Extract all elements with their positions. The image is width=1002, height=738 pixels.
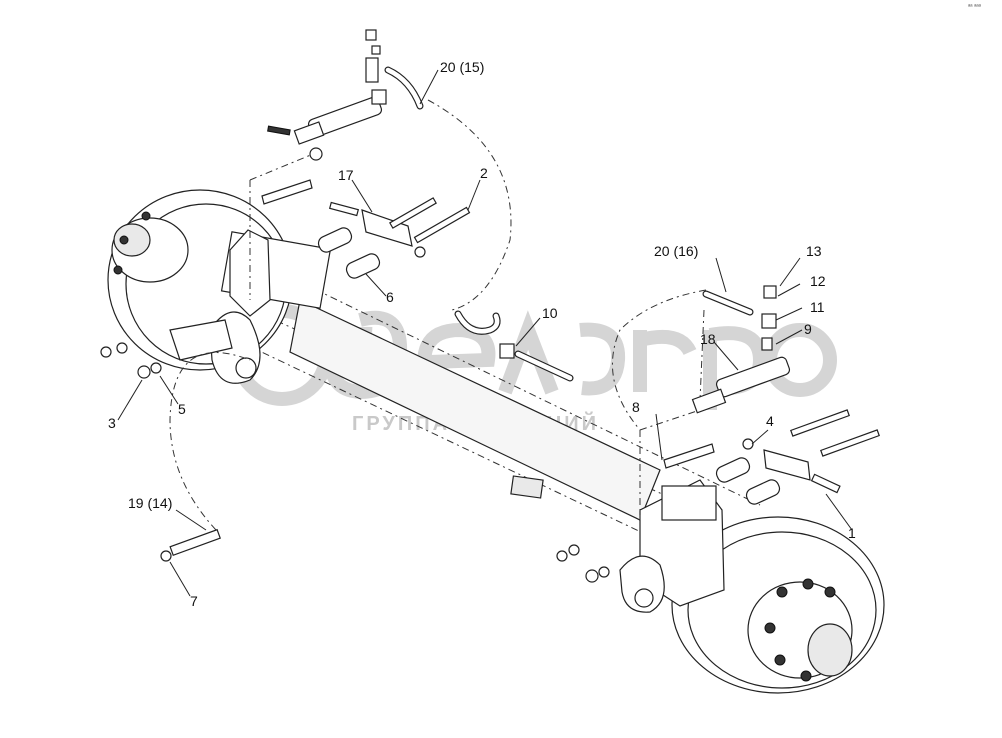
callout-20-15: 20 (15)	[440, 59, 484, 75]
right-bracket-group	[663, 409, 880, 505]
callout-6: 6	[386, 289, 394, 305]
callout-20-16: 20 (16)	[654, 243, 698, 259]
left-nuts	[100, 342, 162, 379]
right-brake-drum	[619, 479, 885, 694]
callout-19: 19 (14)	[128, 495, 172, 511]
callout-5: 5	[178, 401, 186, 417]
callout-10: 10	[542, 305, 558, 321]
left-brake-chamber	[267, 29, 387, 161]
right-brake-chamber	[691, 285, 791, 414]
left-brake-drum	[107, 189, 332, 384]
callout-7: 7	[190, 593, 198, 609]
callout-1: 1	[848, 525, 856, 541]
callout-3: 3	[108, 415, 116, 431]
right-nuts	[556, 544, 610, 583]
left-hose	[384, 66, 424, 110]
callout-17: 17	[338, 167, 354, 183]
callout-labels: 1 2 3 4 5 6 7 8 9 10 11 12 13 17 18 19 (…	[108, 59, 856, 609]
callout-2: 2	[480, 165, 488, 181]
callout-12: 12	[810, 273, 826, 289]
callout-9: 9	[804, 321, 812, 337]
corner-mark: ᵃᵃ ᵃᵃᵃ	[968, 4, 982, 10]
callout-18: 18	[700, 331, 716, 347]
leader-lines	[117, 69, 853, 597]
callout-8: 8	[632, 399, 640, 415]
center-hose	[454, 310, 574, 382]
right-hose	[702, 290, 754, 316]
left-bracket-group	[261, 179, 471, 279]
assembly-lines	[169, 99, 707, 531]
callout-4: 4	[766, 413, 774, 429]
long-bolt	[160, 528, 221, 562]
callout-11: 11	[810, 299, 825, 315]
callout-13: 13	[806, 243, 822, 259]
